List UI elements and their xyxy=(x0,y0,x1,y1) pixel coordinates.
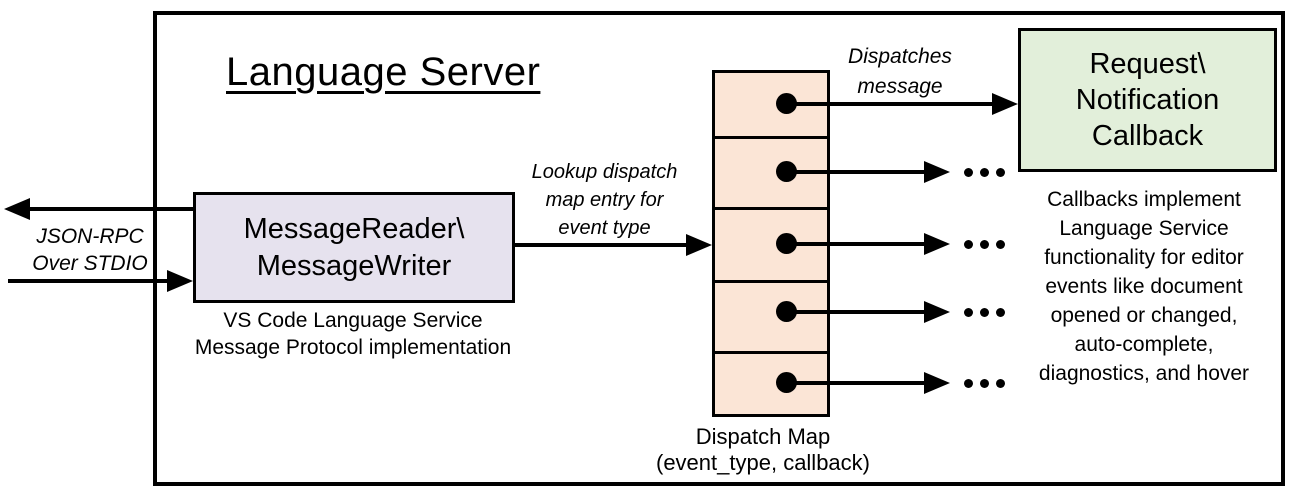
page-title: Language Server xyxy=(226,50,541,94)
callback-caption: Callbacks implement Language Service fun… xyxy=(1038,188,1250,385)
lookup-label: Lookup dispatch map entry for event type xyxy=(531,161,678,239)
dispatches-message-label: Dispatches message xyxy=(848,45,952,98)
stdio-out-arrowhead-icon xyxy=(4,198,30,220)
dispatch-arrowhead-icon xyxy=(924,161,950,183)
stdio-in-arrowhead-icon xyxy=(167,270,193,292)
dispatch-arrowhead-icon xyxy=(924,233,950,255)
dispatch-arrow-line xyxy=(786,170,926,174)
json-rpc-label: JSON-RPC Over STDIO xyxy=(32,225,148,275)
dispatch-arrow-line xyxy=(786,102,992,106)
dispatch-map-label: Dispatch Map (event_type, callback) xyxy=(656,424,870,475)
dispatch-map-divider xyxy=(715,351,827,354)
reader-caption: VS Code Language Service Message Protoco… xyxy=(194,309,512,359)
ellipsis-icon xyxy=(964,168,1005,177)
dispatch-map-divider xyxy=(715,280,827,283)
dispatch-arrow-line xyxy=(786,310,926,314)
ellipsis-icon xyxy=(964,308,1005,317)
ellipsis-icon xyxy=(964,379,1005,388)
language-server-box xyxy=(153,11,1285,486)
dispatch-arrowhead-icon xyxy=(924,372,950,394)
ellipsis-icon xyxy=(964,240,1005,249)
lookup-arrowhead-icon xyxy=(686,234,712,256)
stdio-out-arrow-line xyxy=(26,207,193,211)
dispatch-arrow-line xyxy=(786,381,926,385)
message-reader-writer-box: MessageReader\ MessageWriter xyxy=(193,192,515,303)
dispatch-arrow-line xyxy=(786,242,926,246)
dispatch-arrowhead-icon xyxy=(992,93,1018,115)
dispatch-map-divider xyxy=(715,207,827,210)
dispatch-arrowhead-icon xyxy=(924,301,950,323)
dispatch-map-divider xyxy=(715,136,827,139)
stdio-in-arrow-line xyxy=(8,279,168,283)
request-notification-callback-box: Request\ Notification Callback xyxy=(1018,28,1277,172)
lookup-arrow-line xyxy=(515,243,688,247)
